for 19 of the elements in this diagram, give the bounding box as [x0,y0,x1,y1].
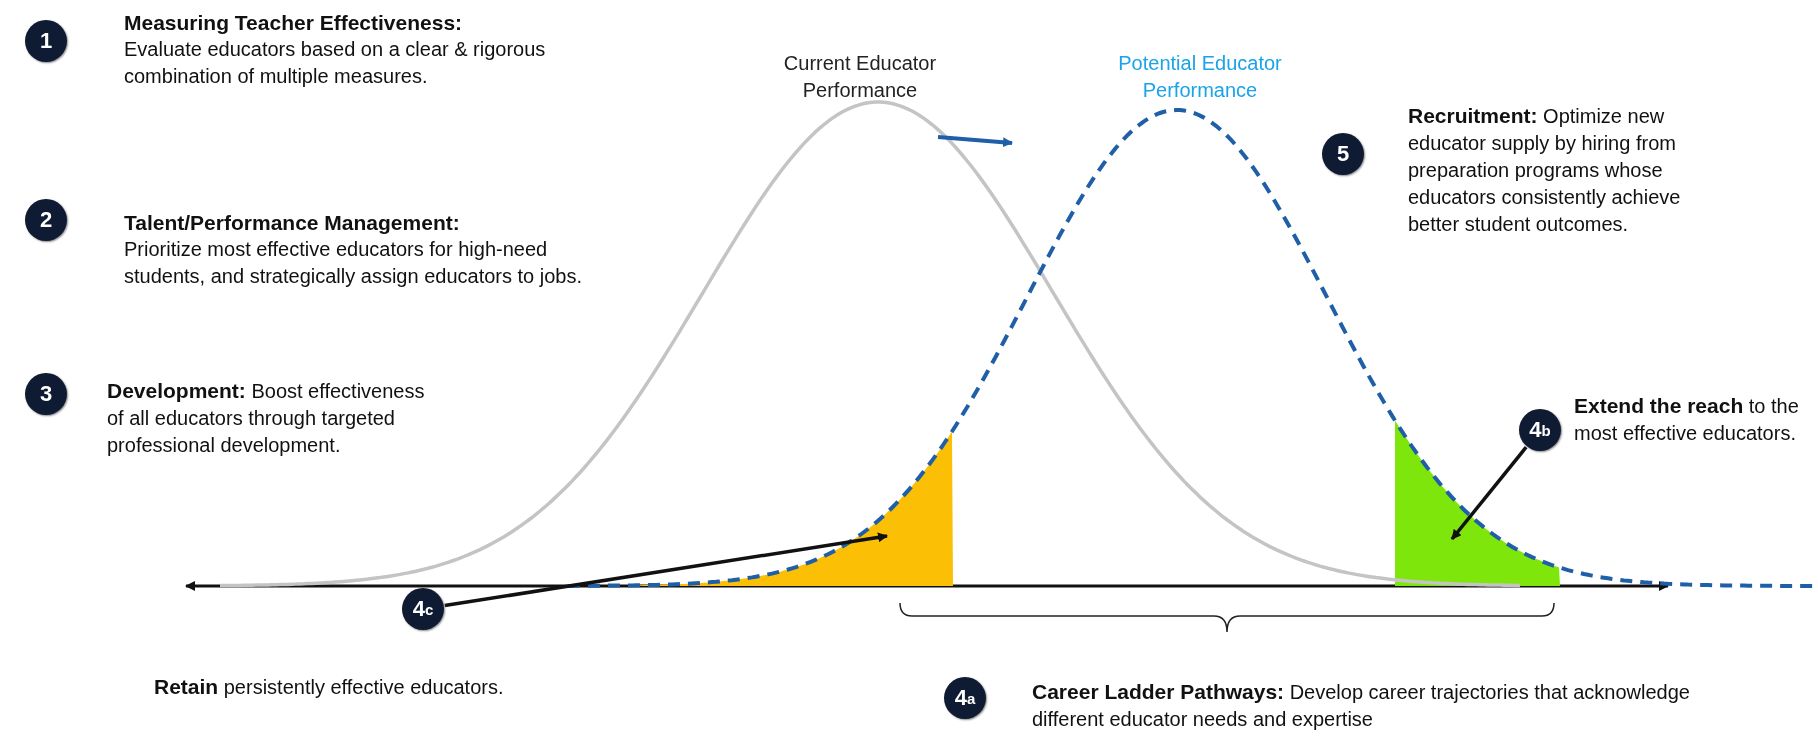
number-badge: 2 [25,199,67,241]
item-description: Development: Boost effectiveness of all educators through targeted professional development. [107,378,426,458]
arrow [1450,446,1528,541]
item-description: Recruitment: Optimize new educator supply by hiring from preparation programs whose educators consistently achieve better student outcomes. [1408,103,1682,237]
number-badge: 1 [25,20,67,62]
item-description: Evaluate educators based on a clear & rigorous combination of multiple measures. [124,37,547,89]
item-description: Prioritize most effective educators for high-need students, and strategically assign educators to jobs. [124,237,584,289]
curve-label: Current Educator Performance [782,51,938,103]
item-description: Career Ladder Pathways: Develop career trajectories that acknowledge different educator needs and expertise [1032,679,1691,732]
arrow [444,532,888,608]
shaded-area [640,431,953,586]
item-description: Retain persistently effective educators. [154,674,505,700]
curve-label: Potential Educator Performance [1117,51,1283,103]
shaded-area [1395,420,1560,586]
item-heading: Measuring Teacher Effectiveness: [124,10,464,36]
item-description: Extend the reach to the most effective educators. [1574,393,1800,446]
number-badge: 3 [25,373,67,415]
item-heading: Talent/Performance Management: [124,210,461,236]
number-badge: 5 [1322,133,1364,175]
